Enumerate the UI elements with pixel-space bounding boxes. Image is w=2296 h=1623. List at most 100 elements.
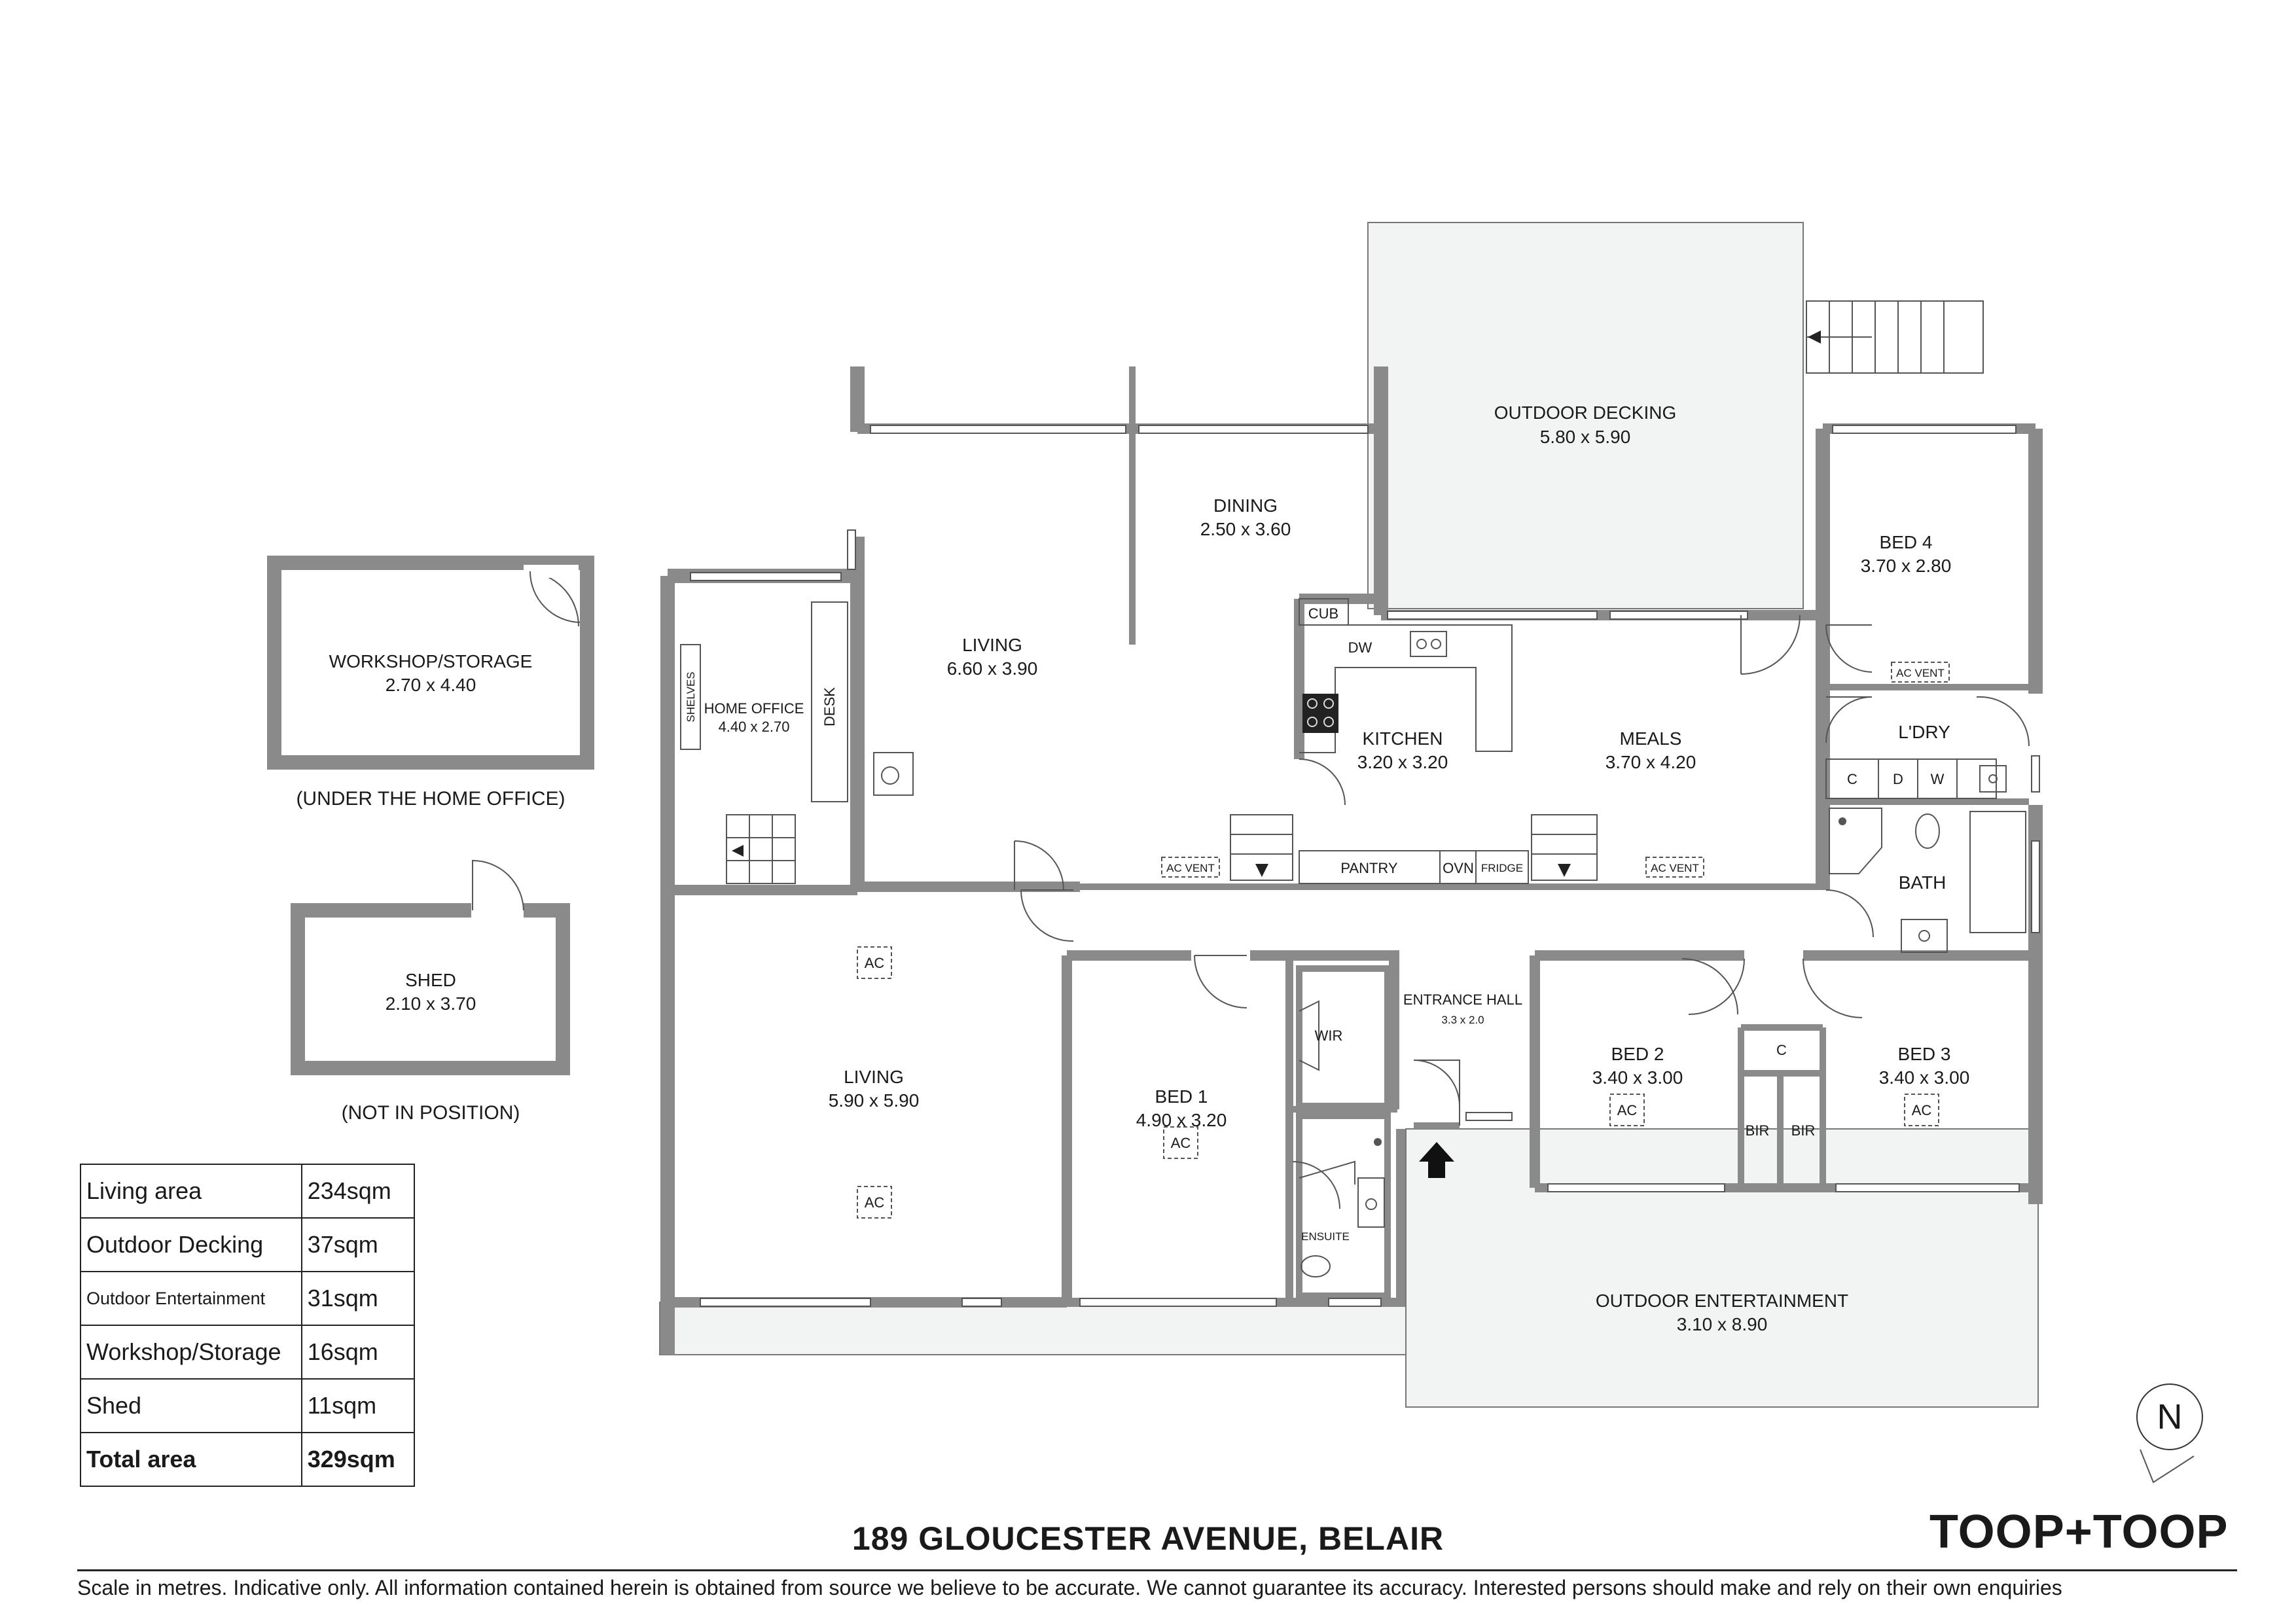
fixture-labels: CUB DW SHELVES DESK PANTRY OVN FRIDGE L'… — [685, 605, 1950, 1243]
outdoor-decking-name: OUTDOOR DECKING — [1494, 402, 1676, 423]
cooktop-icon — [1302, 694, 1338, 733]
outdoor-decking-dim: 5.80 x 5.90 — [1540, 427, 1631, 447]
disclaimer-text: Scale in metres. Indicative only. All in… — [77, 1576, 2062, 1599]
table-row: Outdoor Decking 37sqm — [80, 1217, 416, 1272]
shower-icon — [1829, 808, 1882, 874]
table-row: Workshop/Storage 16sqm — [80, 1325, 416, 1380]
laundry-tub-icon — [1979, 765, 2007, 793]
ac-label-3: AC — [1171, 1135, 1191, 1151]
shelves-unit — [680, 644, 701, 750]
bathroom-fixtures — [1829, 808, 2026, 953]
entrance-hall-dim: 3.3 x 2.0 — [1441, 1014, 1484, 1026]
ac-vent-label-2: AC VENT — [1651, 862, 1699, 874]
toilet-icon — [1915, 813, 1940, 849]
heater-icon — [873, 752, 914, 796]
area-label: Outdoor Entertainment — [80, 1271, 302, 1326]
ensuite-toilet-icon — [1300, 1255, 1331, 1277]
ac-label-4: AC — [1617, 1102, 1638, 1118]
outdoor-entertainment-area — [1405, 1128, 2039, 1408]
brand-logo: TOOP+TOOP — [1929, 1506, 2229, 1558]
table-row: Outdoor Entertainment 31sqm — [80, 1271, 416, 1326]
bed2-name: BED 2 — [1611, 1044, 1664, 1064]
dw-label: DW — [1348, 639, 1372, 656]
bir-left-label: BIR — [1746, 1122, 1770, 1139]
area-value: 16sqm — [300, 1325, 416, 1380]
windows — [690, 425, 2040, 1307]
table-row: Living area 234sqm — [80, 1164, 416, 1219]
home-office-dim: 4.40 x 2.70 — [719, 719, 790, 735]
room-labels: OUTDOOR DECKING 5.80 x 5.90 DINING 2.50 … — [329, 402, 1970, 1334]
front-porch-strip — [659, 1302, 1407, 1355]
area-label: Shed — [80, 1378, 302, 1433]
living-upper-dim: 6.60 x 3.90 — [947, 658, 1038, 679]
under-home-office-note: (UNDER THE HOME OFFICE) — [296, 788, 565, 810]
c-cupboard-label: C — [1776, 1042, 1787, 1058]
shed-name: SHED — [405, 970, 456, 990]
meals-dim: 3.70 x 4.20 — [1605, 752, 1696, 772]
shed-building — [291, 859, 570, 1075]
home-office-name: HOME OFFICE — [704, 700, 804, 717]
fridge-label: FRIDGE — [1481, 862, 1523, 874]
area-label: Outdoor Decking — [80, 1217, 302, 1272]
area-table: Living area 234sqm Outdoor Decking 37sqm… — [80, 1164, 416, 1487]
outdoor-decking-area — [1367, 222, 1804, 609]
kitchen-dim: 3.20 x 3.20 — [1357, 752, 1448, 772]
cub-label: CUB — [1308, 605, 1338, 622]
living-lower-dim: 5.90 x 5.90 — [829, 1090, 920, 1111]
bed1-name: BED 1 — [1155, 1086, 1208, 1107]
ac-vent-label-1: AC VENT — [1166, 862, 1215, 874]
table-row-total: Total area 329sqm — [80, 1432, 416, 1487]
footer-divider — [77, 1569, 2237, 1571]
wir-rails — [1299, 1000, 1319, 1071]
ac-vent-label-3: AC VENT — [1896, 667, 1945, 679]
area-value: 11sqm — [300, 1378, 416, 1433]
property-address: 189 GLOUCESTER AVENUE, BELAIR — [852, 1520, 1444, 1557]
ensuite-label: ENSUITE — [1301, 1230, 1350, 1243]
not-in-position-note: (NOT IN POSITION) — [342, 1102, 520, 1124]
shed-dim: 2.10 x 3.70 — [386, 993, 476, 1014]
ovn-label: OVN — [1443, 860, 1474, 876]
kitchen-benches — [1299, 598, 1529, 884]
bathtub-icon — [1969, 811, 2026, 933]
bed4-dim: 3.70 x 2.80 — [1861, 556, 1952, 576]
kitchen-name: KITCHEN — [1363, 728, 1443, 749]
workshop-dim: 2.70 x 4.40 — [386, 675, 476, 695]
entrance-hall-name: ENTRANCE HALL — [1403, 991, 1522, 1008]
table-row: Shed 11sqm — [80, 1378, 416, 1433]
north-compass-icon: N — [2136, 1383, 2203, 1484]
ensuite-fixtures — [1299, 1138, 1385, 1277]
vanity-basin-icon — [1901, 919, 1948, 953]
area-value: 234sqm — [300, 1164, 416, 1219]
area-label: Workshop/Storage — [80, 1325, 302, 1380]
ldry-label: L'DRY — [1898, 722, 1950, 742]
desk — [811, 601, 848, 802]
shelves-label: SHELVES — [685, 671, 697, 722]
bed3-dim: 3.40 x 3.00 — [1879, 1067, 1970, 1088]
area-label: Living area — [80, 1164, 302, 1219]
area-value: 37sqm — [300, 1217, 416, 1272]
w-label: W — [1931, 771, 1945, 787]
living-upper-name: LIVING — [962, 635, 1022, 655]
bath-label: BATH — [1899, 872, 1946, 893]
entry-arrow-icon — [1419, 1142, 1454, 1178]
decking-stairs — [1806, 300, 1984, 374]
doors — [1014, 615, 2030, 1209]
ac-label-5: AC — [1912, 1102, 1932, 1118]
c-label: C — [1847, 771, 1857, 787]
sink-icon — [1410, 631, 1447, 657]
area-label: Total area — [80, 1432, 302, 1487]
shower-rose-icon — [1374, 1138, 1382, 1146]
outdoor-entertainment-dim: 3.10 x 8.90 — [1677, 1314, 1768, 1334]
living-lower-name: LIVING — [844, 1067, 904, 1087]
area-value: 31sqm — [300, 1271, 416, 1326]
wir-label: WIR — [1315, 1027, 1343, 1044]
outdoor-entertainment-name: OUTDOOR ENTERTAINMENT — [1596, 1291, 1848, 1311]
d-label: D — [1893, 771, 1903, 787]
dining-dim: 2.50 x 3.60 — [1200, 519, 1291, 539]
ac-label-1: AC — [865, 955, 885, 971]
ac-markers — [857, 662, 1950, 1219]
workshop-building — [267, 556, 594, 770]
ensuite-vanity-icon — [1357, 1177, 1385, 1228]
bir-right-label: BIR — [1791, 1122, 1816, 1139]
